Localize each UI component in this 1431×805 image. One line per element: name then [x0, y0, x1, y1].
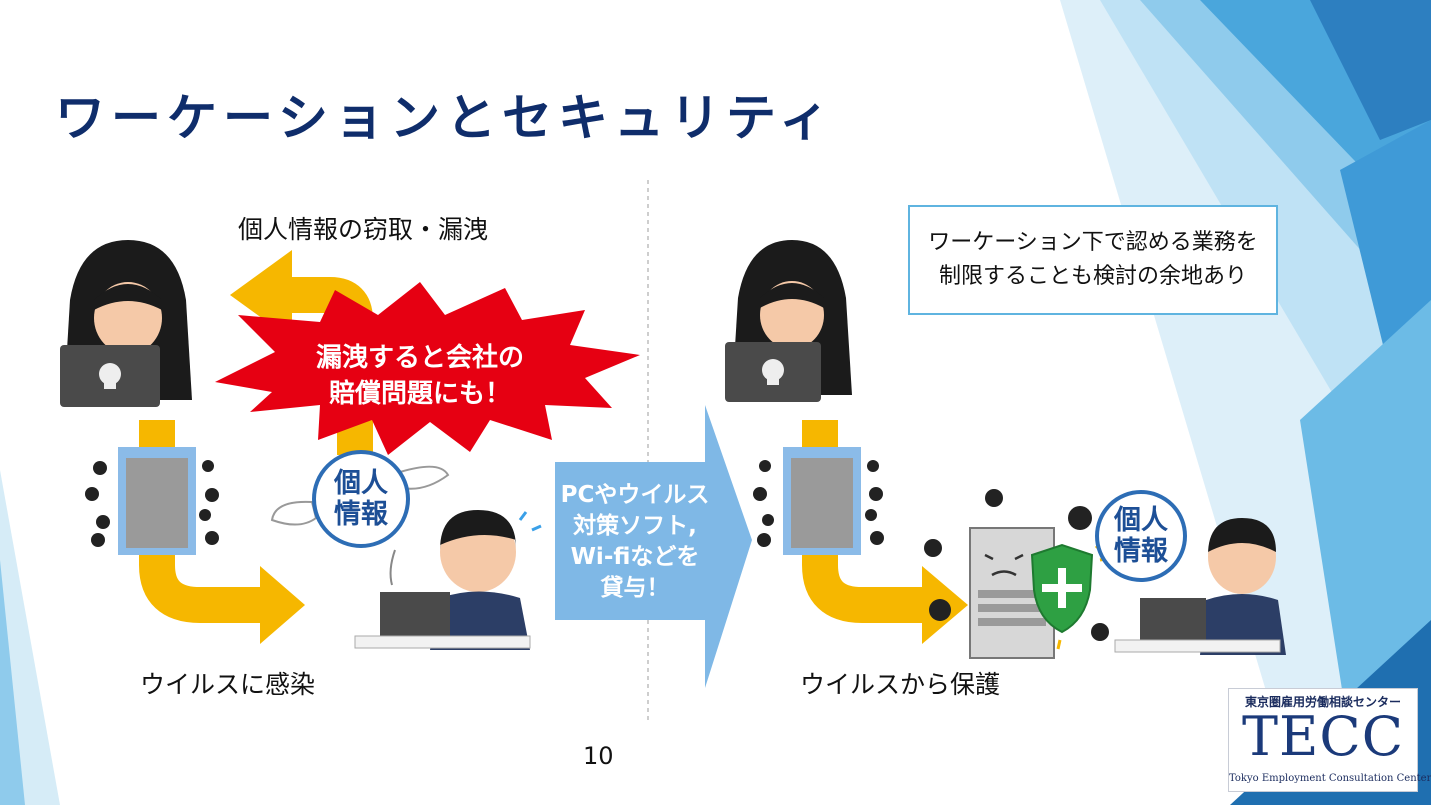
bubble-line-2: 情報: [1114, 536, 1168, 567]
leak-label: 個人情報の窃取・漏洩: [238, 215, 489, 244]
bubble-line-2: 情報: [334, 499, 388, 530]
protection-label: ウイルスから保護: [800, 670, 1001, 699]
burst-line-2: 賠償問題にも！: [328, 379, 511, 409]
arrow-line-4: 貸与！: [600, 575, 670, 601]
bubble-line-1: 個人: [1114, 505, 1168, 536]
callout-line-1: ワーケーション下で認める業務を: [928, 230, 1258, 255]
arrow-line-2: 対策ソフト,: [573, 513, 697, 539]
page-number: 10: [583, 742, 614, 770]
tecc-logo: 東京圏雇用労働相談センター TECC Tokyo Employment Cons…: [1228, 688, 1431, 792]
left-scene-illustration: [60, 240, 640, 650]
logo-main-text: TECC: [1241, 705, 1405, 768]
burst-line-1: 漏洩すると会社の: [315, 343, 524, 373]
personal-info-bubble-right: 個人 情報: [1095, 490, 1187, 582]
arrow-line-3: Wi-fiなどを: [570, 544, 700, 570]
right-scene-illustration: [725, 240, 1286, 659]
logo-bottom-text: Tokyo Employment Consultation Center: [1229, 773, 1431, 784]
burst-warning-text: 漏洩すると会社の 賠償問題にも！: [300, 340, 540, 412]
lending-arrow-text: PCやウイルス 対策ソフト, Wi-fiなどを 貸与！: [560, 480, 710, 604]
callout-line-2: 制限することも検討の余地あり: [938, 264, 1247, 289]
slide-title: ワーケーションとセキュリティ: [55, 89, 835, 147]
restriction-callout: ワーケーション下で認める業務を 制限することも検討の余地あり: [908, 205, 1278, 315]
personal-info-bubble-left: 個人 情報: [312, 450, 410, 548]
arrow-line-1: PCやウイルス: [560, 482, 710, 508]
infection-label: ウイルスに感染: [140, 670, 316, 699]
lending-arrow: [555, 405, 752, 688]
bubble-line-1: 個人: [334, 468, 388, 499]
logo-top-text: 東京圏雇用労働相談センター: [1244, 695, 1401, 709]
